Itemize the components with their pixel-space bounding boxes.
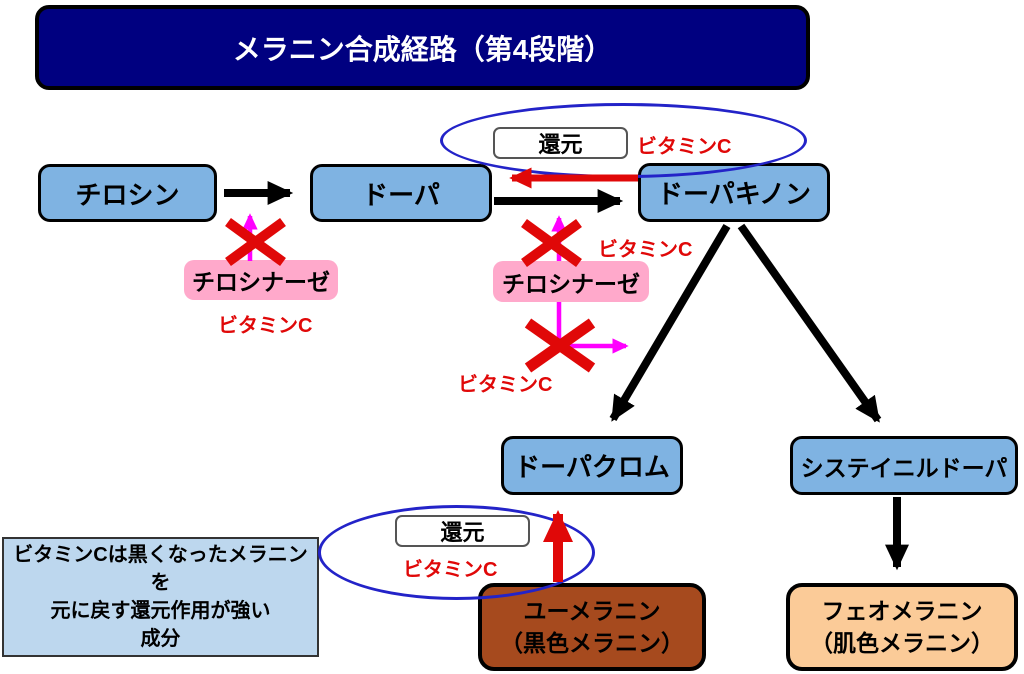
diagram-title: メラニン合成経路（第4段階） (35, 5, 810, 90)
enzyme-tyrosinase-2: チロシナーゼ (493, 261, 649, 302)
inhibition-x-icon-2 (521, 218, 582, 268)
note-line-1: ビタミンCは黒くなったメラニンを (13, 544, 308, 594)
node-dopachrome: ドーパクロム (501, 436, 683, 495)
vitamin-c-label-bottom: ビタミンC (403, 559, 498, 581)
vitamin-c-label-tyrosinase-1: ビタミンC (218, 315, 313, 337)
note-line-2: 元に戻す還元作用が強い (50, 600, 271, 622)
node-dopa: ドーパ (310, 164, 492, 222)
vitamin-c-label-top: ビタミンC (637, 136, 732, 158)
vitamin-c-label-dopaquinone: ビタミンC (598, 239, 693, 261)
node-cysteinyl-dopa: システイニルドーパ (790, 436, 1018, 495)
vitamin-c-label-tyrosinase-2: ビタミンC (458, 374, 553, 396)
node-pheomelanin: フェオメラニン （肌色メラニン） (786, 583, 1018, 671)
eumelanin-subtitle: （黒色メラニン） (500, 630, 684, 656)
arrow-dopaquinone-to-cysteinyl-dopa (737, 223, 882, 423)
node-dopaquinone: ドーパキノン (638, 163, 830, 222)
inhibition-x-icon-3 (524, 318, 596, 373)
pheomelanin-name: フェオメラニン (821, 597, 983, 624)
vitamin-c-note: ビタミンCは黒くなったメラニンを 元に戻す還元作用が強い 成分 (2, 537, 319, 657)
reduction-box-top: 還元 (493, 127, 628, 159)
reduction-box-bottom: 還元 (395, 515, 530, 547)
inhibition-x-icon-1 (225, 217, 286, 267)
pheomelanin-subtitle: （肌色メラニン） (810, 630, 994, 656)
enzyme-tyrosinase-1: チロシナーゼ (184, 260, 338, 300)
note-line-3: 成分 (140, 628, 181, 650)
node-tyrosine: チロシン (38, 164, 217, 222)
eumelanin-name: ユーメラニン (523, 597, 661, 624)
node-eumelanin: ユーメラニン （黒色メラニン） (478, 583, 706, 671)
